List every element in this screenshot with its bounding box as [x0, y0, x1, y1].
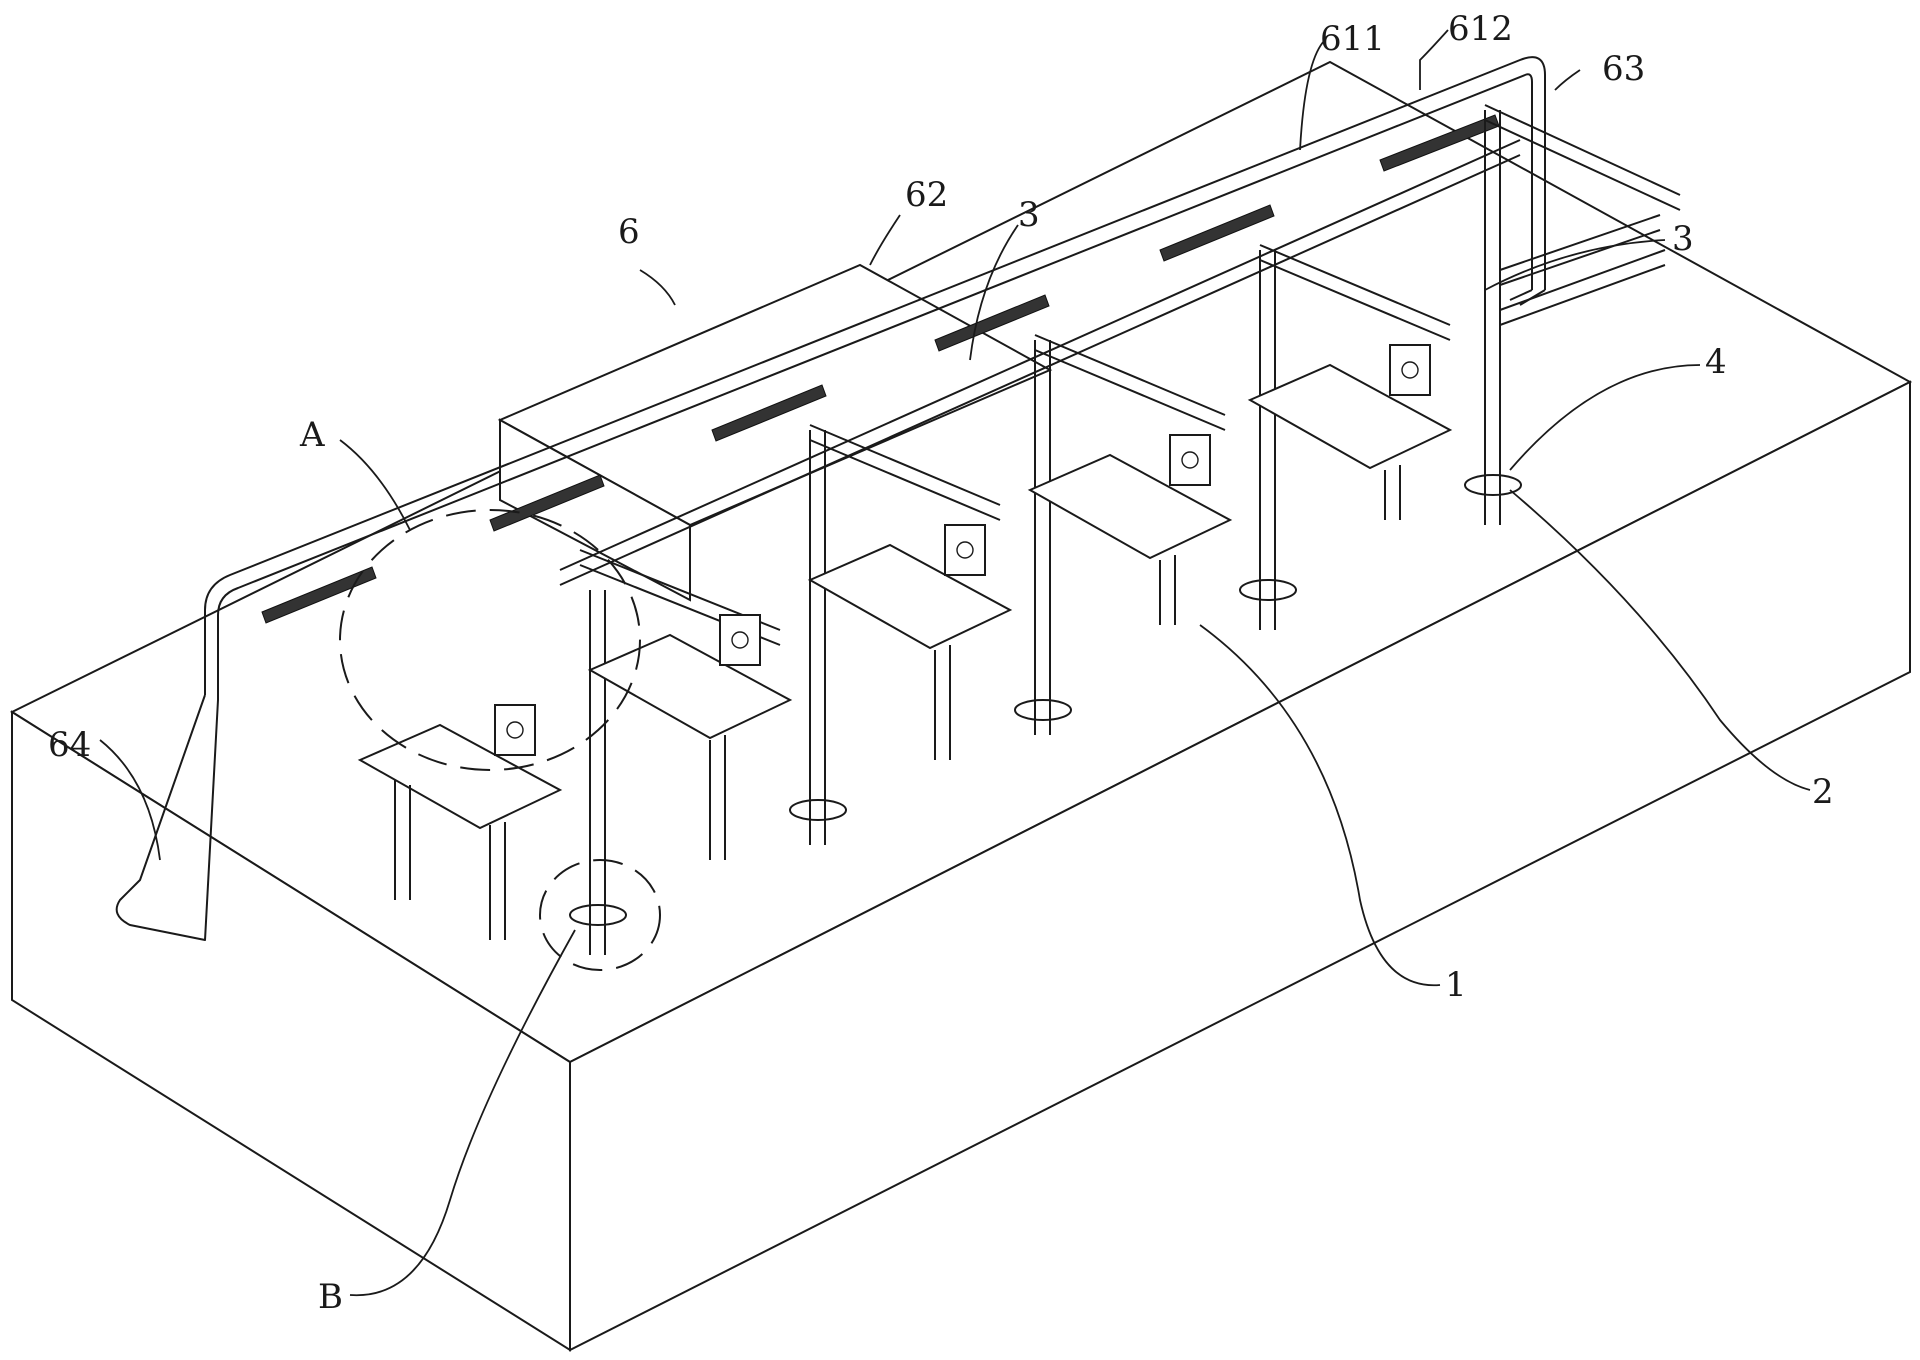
- leader-3b: [1484, 239, 1666, 291]
- leader-62: [869, 214, 901, 266]
- table-4: [1027, 453, 1233, 560]
- motor-box-5: [1389, 344, 1431, 396]
- label-611: 611: [1320, 19, 1385, 59]
- leader-lines: [99, 29, 1811, 1297]
- table-legs-1: [394, 780, 506, 940]
- side-rails-5: [1499, 214, 1666, 326]
- table-1: [357, 723, 563, 830]
- pipe-main-lower: [217, 73, 1533, 700]
- table-5: [1247, 363, 1453, 470]
- leader-a: [339, 439, 411, 531]
- motor-icon-4: [1181, 451, 1199, 469]
- auger-3: [1014, 699, 1072, 721]
- motor-icon-1: [506, 721, 524, 739]
- leader-3a: [969, 224, 1019, 361]
- auger-4: [1239, 579, 1297, 601]
- station-1: [357, 549, 781, 955]
- column-3: [1034, 340, 1051, 735]
- arm-5: [1484, 104, 1681, 211]
- motor-icon-5: [1401, 361, 1419, 379]
- leader-611: [1299, 39, 1326, 151]
- motor-icon-2: [731, 631, 749, 649]
- arm-2: [809, 424, 1001, 521]
- corrugated-2: [489, 474, 605, 532]
- table-legs-2: [709, 735, 726, 860]
- leader-1: [1199, 624, 1441, 987]
- base-front-face: [569, 380, 1911, 1352]
- motor-icon-3: [956, 541, 974, 559]
- label-64: 64: [48, 725, 92, 765]
- leader-63: [1554, 69, 1581, 91]
- station-3: [807, 334, 1226, 760]
- label-63: 63: [1602, 49, 1646, 89]
- column-4: [1259, 250, 1276, 630]
- arm-3: [1034, 334, 1226, 431]
- column-5: [1484, 110, 1501, 525]
- column-1: [589, 590, 606, 955]
- label-3b: 3: [1672, 219, 1694, 259]
- auger-1: [569, 904, 627, 926]
- leader-2: [1509, 489, 1811, 791]
- label-612: 612: [1448, 9, 1513, 49]
- stations: [357, 104, 1681, 955]
- corrugated-sections: [261, 114, 1500, 624]
- auger-2: [789, 799, 847, 821]
- label-3a: 3: [1018, 195, 1040, 235]
- corrugated-4: [934, 294, 1050, 352]
- motor-box-3: [944, 524, 986, 576]
- leader-6: [639, 269, 676, 306]
- supply-pipe: [115, 56, 1546, 941]
- table-2: [587, 633, 793, 740]
- beam-rails: [559, 139, 1521, 586]
- leader-4: [1509, 364, 1701, 471]
- table-legs-3: [934, 645, 951, 760]
- front-beam: [559, 139, 1521, 586]
- pipe-main-upper: [204, 56, 1546, 695]
- arm-4: [1259, 244, 1451, 341]
- table-legs-4: [1159, 555, 1176, 625]
- leader-612: [1419, 29, 1449, 90]
- label-b: B: [318, 1277, 343, 1317]
- corrugated-1: [261, 566, 377, 624]
- leader-64: [99, 739, 161, 861]
- motor-box-4: [1169, 434, 1211, 486]
- label-62: 62: [905, 175, 949, 215]
- label-2: 2: [1812, 772, 1834, 812]
- label-4: 4: [1705, 342, 1727, 382]
- table-3: [807, 543, 1013, 650]
- label-6: 6: [618, 212, 640, 252]
- station-4: [1027, 244, 1451, 630]
- table-legs-5: [1384, 465, 1401, 520]
- column-2: [809, 430, 826, 845]
- station-2: [587, 424, 1001, 860]
- station-5: [1247, 104, 1681, 525]
- label-1: 1: [1445, 965, 1467, 1005]
- detail-circle-b: [539, 859, 661, 971]
- corrugated-5: [1159, 204, 1275, 262]
- motor-box-2: [719, 614, 761, 666]
- auger-5: [1464, 474, 1522, 496]
- detail-circle-a: [339, 509, 641, 771]
- leader-b: [349, 929, 576, 1297]
- motor-box-1: [494, 704, 536, 756]
- base-platform: [9, 60, 1913, 1352]
- corrugated-3: [711, 384, 827, 442]
- label-a: A: [300, 415, 325, 455]
- pipe-inlet-64: [115, 694, 219, 941]
